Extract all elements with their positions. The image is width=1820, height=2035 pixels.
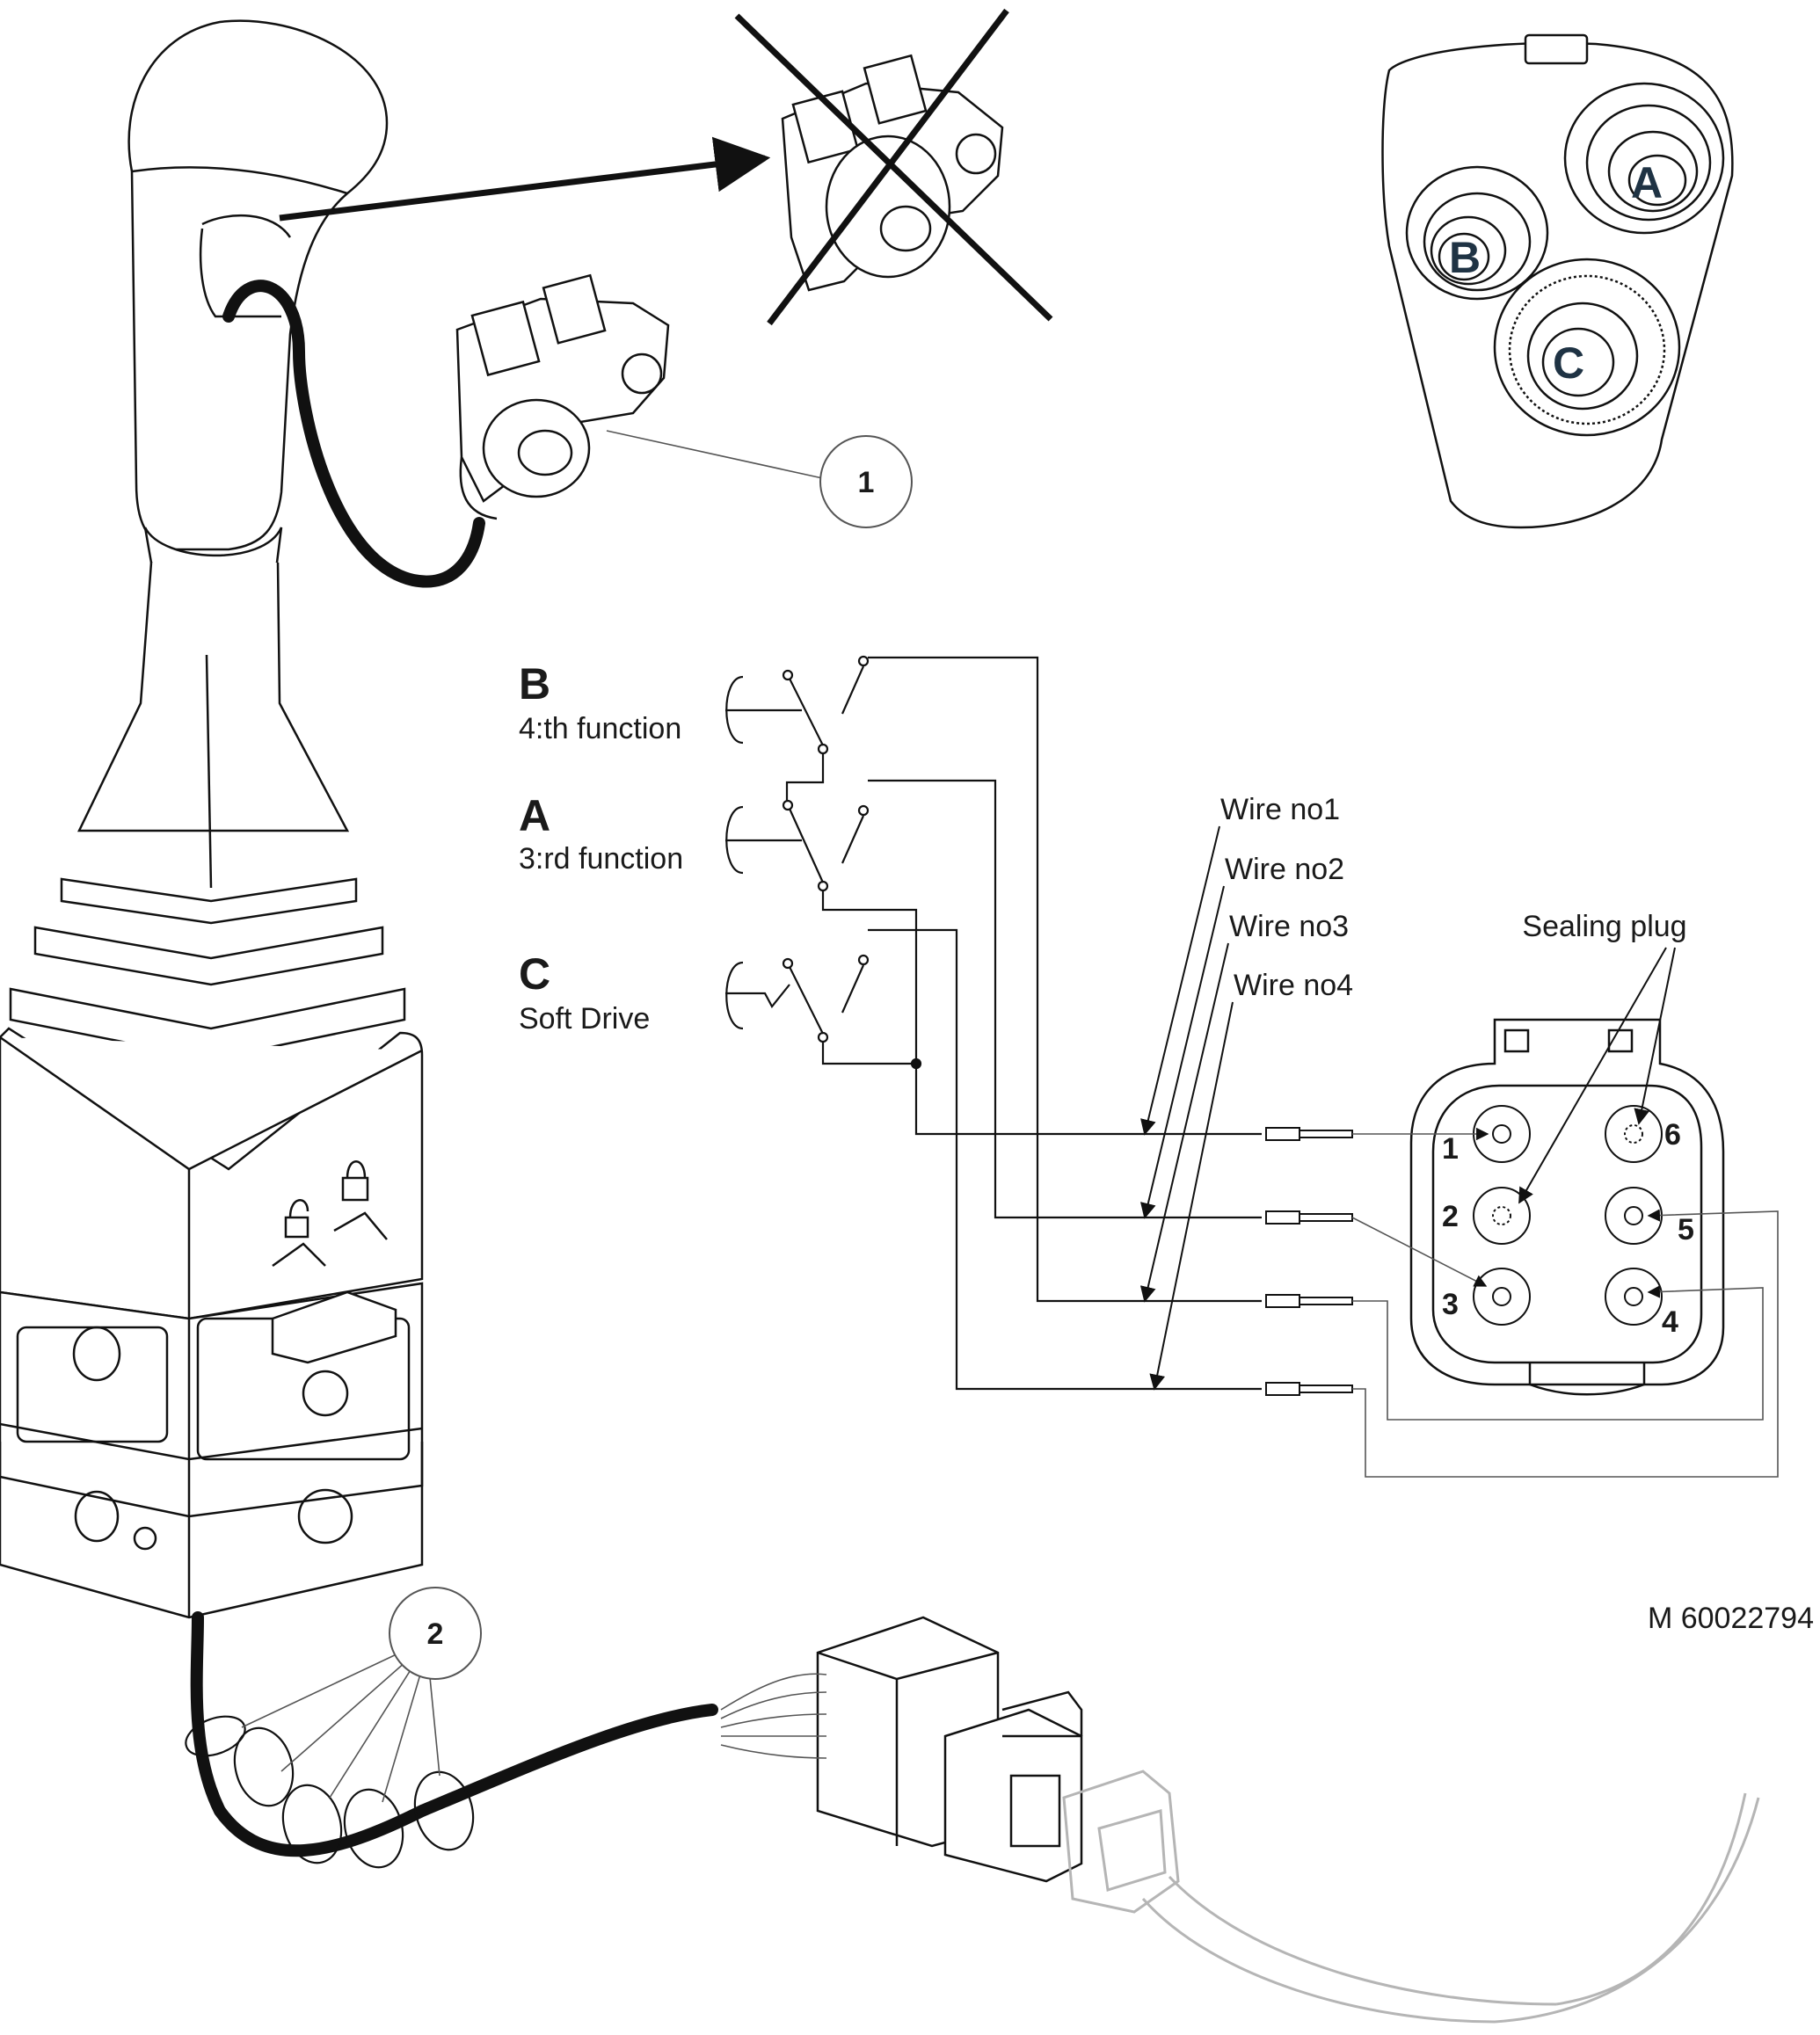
- switch-module-obsolete: [781, 54, 1004, 292]
- pin-6-label: 6: [1664, 1118, 1681, 1152]
- switch-c-function: Soft Drive: [519, 1002, 650, 1036]
- wire-fan: [720, 1673, 827, 1759]
- pin-leads: [1351, 1127, 1779, 1478]
- switch-b-function: 4:th function: [519, 712, 681, 745]
- replacement-arrow: [279, 136, 771, 222]
- wire-no3-label: Wire no3: [1229, 910, 1349, 943]
- pin-2-label: 2: [1442, 1200, 1459, 1233]
- callout-2-label: 2: [427, 1617, 444, 1651]
- harness-plug: [816, 1616, 1083, 1883]
- button-b-letter: B: [1449, 233, 1481, 282]
- wire-terminals: [1265, 1127, 1353, 1396]
- switch-a-symbol: [725, 799, 870, 892]
- switch-c-letter: C: [519, 949, 550, 999]
- sealing-plug-label: Sealing plug: [1522, 910, 1686, 943]
- joystick-illustration: [0, 19, 424, 1619]
- button-a-letter: A: [1631, 158, 1663, 207]
- switch-c-symbol: [725, 954, 870, 1043]
- pin-1-label: 1: [1442, 1132, 1459, 1166]
- base-cable: [190, 1611, 718, 1857]
- button-c-letter: C: [1553, 338, 1584, 388]
- pin-3-label: 3: [1442, 1288, 1459, 1321]
- obsolete-cross-mark: [734, 8, 1053, 326]
- handle-cable: [222, 280, 485, 588]
- wire-no1-label: Wire no1: [1220, 793, 1340, 826]
- switch-a-function: 3:rd function: [519, 842, 683, 876]
- callout-1-leader: [606, 430, 827, 480]
- callout-2-leaders: [241, 1652, 440, 1803]
- connector-pins: [1473, 1105, 1663, 1326]
- mating-plug-ghost: [1062, 1770, 1760, 2024]
- drawing-number: M 60022794: [1648, 1602, 1814, 1635]
- pin-4-label: 4: [1662, 1305, 1678, 1339]
- wire-label-leaders: [1139, 825, 1234, 1391]
- wire-no4-label: Wire no4: [1234, 969, 1353, 1002]
- pin-5-label: 5: [1678, 1213, 1694, 1246]
- switch-a-letter: A: [519, 791, 550, 840]
- callout-1-label: 1: [858, 466, 875, 499]
- switch-b-symbol: [725, 655, 870, 769]
- button-cluster: [1381, 33, 1734, 529]
- callout-2-circle: [389, 1587, 482, 1680]
- sealing-plug-leaders: [1518, 947, 1676, 1204]
- switch-b-letter: B: [519, 659, 550, 709]
- callout-1-circle: [819, 435, 913, 528]
- wire-no2-label: Wire no2: [1225, 853, 1344, 886]
- schematic-wiring: [785, 656, 1262, 1391]
- switch-module-replacement: [455, 273, 670, 520]
